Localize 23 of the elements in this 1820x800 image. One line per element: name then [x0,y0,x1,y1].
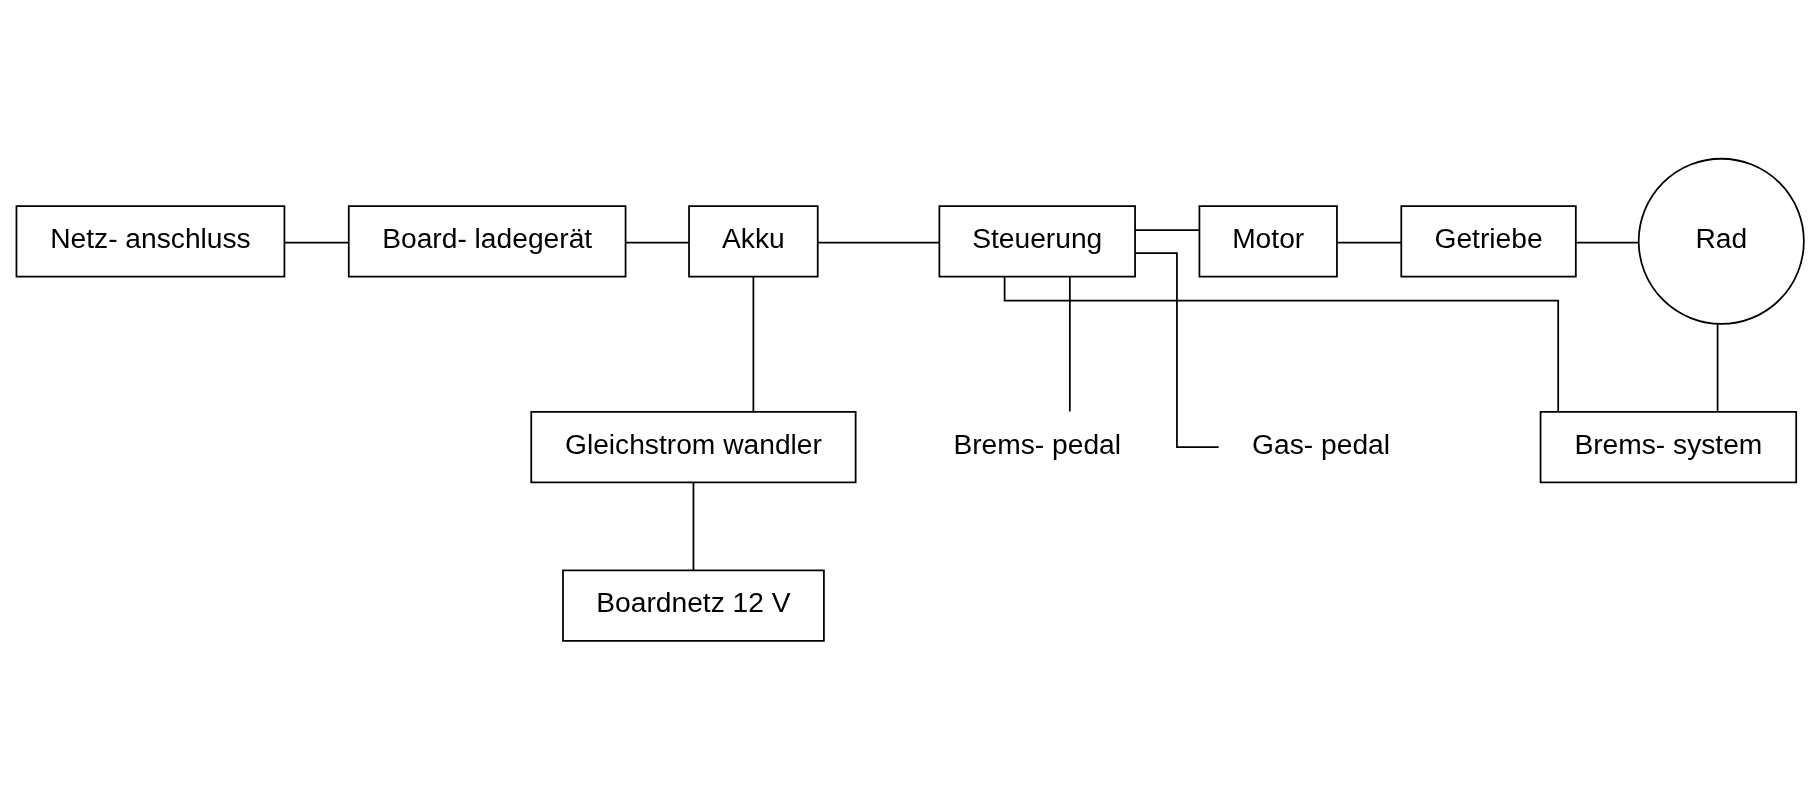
node-box: Gleichstrom wandler [530,410,857,484]
node-box: Steuerung [938,205,1136,278]
node-box: Boardnetz 12 V [562,569,825,642]
node-box: Board- ladegerät [347,205,627,278]
node-text: Gas- pedal [1252,427,1391,460]
connector [624,241,690,244]
connector [1336,241,1402,244]
connector [1716,323,1719,413]
node-box: Netz- anschluss [15,205,286,278]
connector [1134,229,1200,232]
node-box: Akku [688,205,819,278]
connector [283,241,350,244]
connector [692,482,695,572]
node-box: Brems- system [1539,410,1798,484]
node-circle: Rad [1637,157,1805,325]
node-text: Brems- pedal [953,427,1122,460]
connector [752,275,755,413]
node-box: Getriebe [1400,205,1577,278]
node-box: Motor [1198,205,1338,278]
connector [1575,241,1640,244]
connector [816,241,940,244]
connector [1068,275,1071,413]
connector [1134,252,1220,448]
